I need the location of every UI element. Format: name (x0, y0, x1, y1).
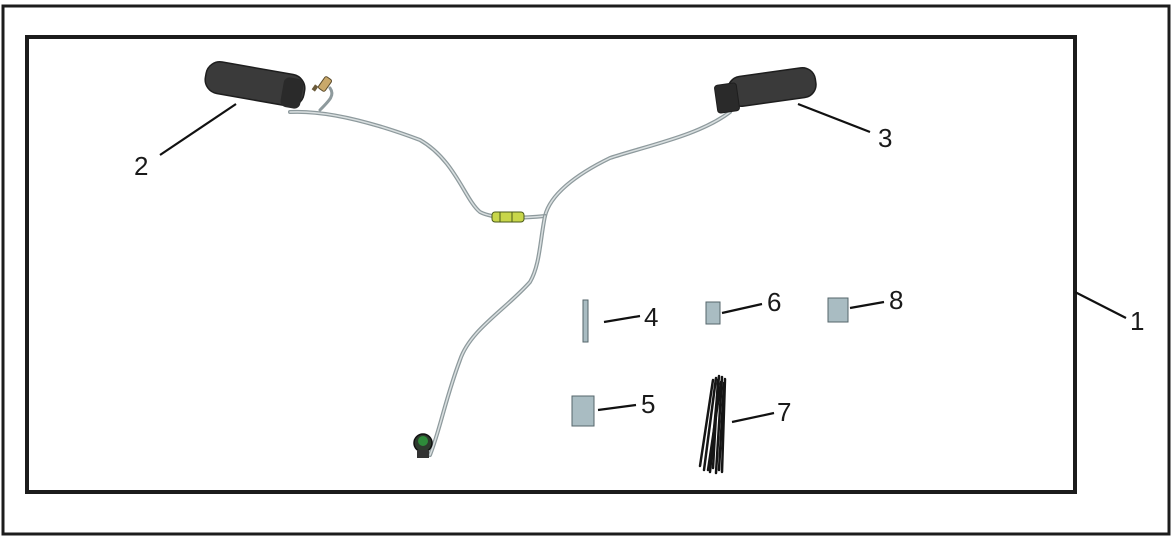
part-5-pad (571, 395, 595, 427)
callout-5: 5 (641, 389, 655, 419)
leader-5 (597, 403, 637, 412)
leader-4 (603, 314, 641, 324)
switch-cable-inner (429, 215, 546, 456)
part-6-pad (705, 301, 721, 325)
callout-7: 7 (777, 397, 791, 427)
leader-2 (159, 103, 237, 156)
heated-grip-icon (727, 66, 817, 108)
part-4-strip (582, 299, 589, 343)
callout-1: 1 (1130, 306, 1144, 336)
left-grip (204, 61, 306, 109)
callout-6: 6 (767, 287, 781, 317)
switch-cable (428, 214, 547, 457)
callout-3: 3 (878, 123, 892, 153)
inline-connector (491, 211, 525, 223)
leader-6 (721, 302, 763, 315)
heated-grip-icon (204, 61, 306, 107)
right-grip (714, 66, 817, 114)
leader-7 (731, 411, 775, 424)
left-terminal (311, 76, 333, 92)
kit-frame (25, 35, 1077, 494)
callout-4: 4 (644, 302, 658, 332)
leader-1 (1074, 291, 1127, 319)
outer-border (1, 4, 1171, 536)
leader-3 (797, 102, 871, 134)
leader-lines (159, 102, 1127, 424)
leader-8 (849, 300, 885, 310)
left-cable-inner (289, 111, 546, 219)
callout-8: 8 (889, 285, 903, 315)
push-button-switch (413, 433, 433, 458)
callout-2: 2 (134, 151, 148, 181)
cable-ties-icon (698, 374, 727, 475)
left-cable (288, 109, 547, 220)
right-cable-inner (544, 111, 731, 217)
wiring-harness (288, 86, 732, 457)
left-terminal-wire (318, 86, 334, 112)
part-8-pad (827, 297, 849, 323)
